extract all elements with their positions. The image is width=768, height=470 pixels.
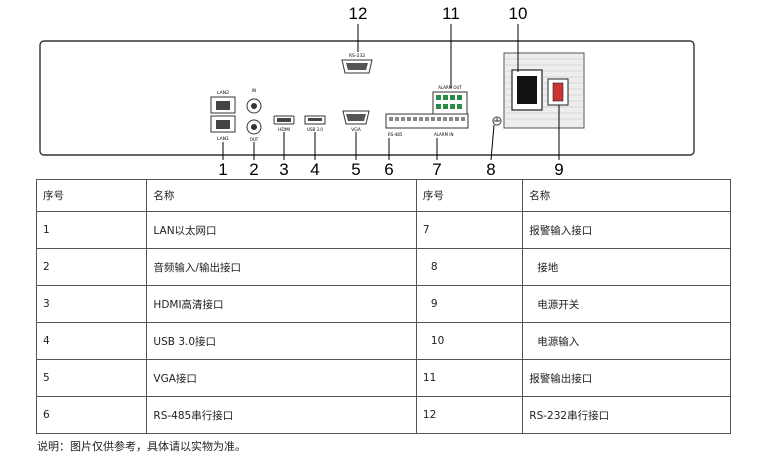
- lan-ports: LAN2 LAN1: [210, 90, 236, 142]
- cell-name: 音频输入/输出接口: [146, 248, 417, 286]
- cell-no: 8: [415, 248, 524, 286]
- cell-name: RS-232串行接口: [522, 396, 731, 434]
- alarm-out-label: ALARM OUT: [438, 85, 462, 90]
- callout-7: 7: [432, 160, 442, 179]
- alarm-out-block: ALARM OUT: [432, 85, 468, 115]
- table-row: 6 RS-485串行接口 12 RS-232串行接口: [35, 396, 731, 434]
- cell-name: VGA接口: [146, 359, 417, 397]
- rs232-port: RS-232: [341, 53, 373, 74]
- header-no-left: 序号: [35, 179, 148, 212]
- hdmi-port: HDMI: [273, 115, 295, 133]
- cell-no: 12: [415, 396, 524, 434]
- footnote: 说明：图片仅供参考，具体请以实物为准。: [37, 440, 246, 453]
- callout-8: 8: [486, 160, 496, 179]
- vga-port: VGA: [342, 110, 370, 133]
- cell-no: 2: [35, 248, 148, 286]
- cell-no: 7: [415, 211, 524, 249]
- cell-no: 9: [415, 285, 524, 323]
- header-no-right: 序号: [415, 179, 524, 212]
- table-row: 5 VGA接口 11 报警输出接口: [35, 359, 731, 397]
- callout-3: 3: [279, 160, 289, 179]
- cell-name: LAN以太网口: [146, 211, 417, 249]
- audio-in-label: IN: [252, 88, 256, 93]
- cell-name: 接地: [522, 248, 731, 286]
- cell-no: 10: [415, 322, 524, 360]
- cell-name: 报警输出接口: [522, 359, 731, 397]
- lan1-label: LAN1: [217, 136, 229, 142]
- chassis-outline: [39, 40, 695, 156]
- cell-no: 11: [415, 359, 524, 397]
- hdmi-label: HDMI: [278, 127, 290, 133]
- interface-table: 序号 名称 序号 名称 1 LAN以太网口 7 报警输入接口 2 音频输入/输出…: [35, 179, 731, 434]
- header-name-left: 名称: [146, 179, 417, 212]
- table-row: 3 HDMI高清接口 9 电源开关: [35, 285, 731, 323]
- cell-no: 3: [35, 285, 148, 323]
- rs485-label: RS-485: [388, 132, 403, 137]
- audio-jacks: IN OUT: [246, 88, 262, 142]
- terminal-block: RS-485 ALARM IN: [385, 113, 469, 137]
- lan2-label: LAN2: [217, 90, 229, 96]
- header-name-right: 名称: [522, 179, 731, 212]
- power-module: [503, 52, 585, 129]
- cell-no: 5: [35, 359, 148, 397]
- rear-panel-diagram: LAN2 LAN1 IN OUT HDMI USB 3.0: [0, 0, 768, 178]
- cell-name: USB 3.0接口: [146, 322, 417, 360]
- cell-name: RS-485串行接口: [146, 396, 417, 434]
- cell-no: 6: [35, 396, 148, 434]
- table-row: 1 LAN以太网口 7 报警输入接口: [35, 211, 731, 249]
- callout-6: 6: [384, 160, 394, 179]
- callout-10: 10: [508, 4, 528, 23]
- audio-out-label: OUT: [250, 137, 259, 142]
- cell-name: 报警输入接口: [522, 211, 731, 249]
- table-row: 2 音频输入/输出接口 8 接地: [35, 248, 731, 286]
- table-header-row: 序号 名称 序号 名称: [35, 179, 731, 212]
- cell-no: 1: [35, 211, 148, 249]
- vga-label: VGA: [351, 127, 362, 133]
- cell-no: 4: [35, 322, 148, 360]
- callout-1: 1: [218, 160, 228, 179]
- callout-2: 2: [249, 160, 259, 179]
- callout-4: 4: [310, 160, 320, 179]
- cell-name: 电源输入: [522, 322, 731, 360]
- callout-11: 11: [442, 4, 460, 23]
- callout-9: 9: [554, 160, 564, 179]
- ground-terminal: [492, 116, 502, 126]
- alarm-in-label: ALARM IN: [434, 132, 453, 137]
- cell-name: 电源开关: [522, 285, 731, 323]
- table-row: 4 USB 3.0接口 10 电源输入: [35, 322, 731, 360]
- callout-5: 5: [351, 160, 361, 179]
- rs232-label: RS-232: [349, 53, 365, 59]
- cell-name: HDMI高清接口: [146, 285, 417, 323]
- usb-port: USB 3.0: [304, 115, 326, 132]
- usb-label: USB 3.0: [307, 127, 323, 132]
- callout-12: 12: [348, 4, 368, 23]
